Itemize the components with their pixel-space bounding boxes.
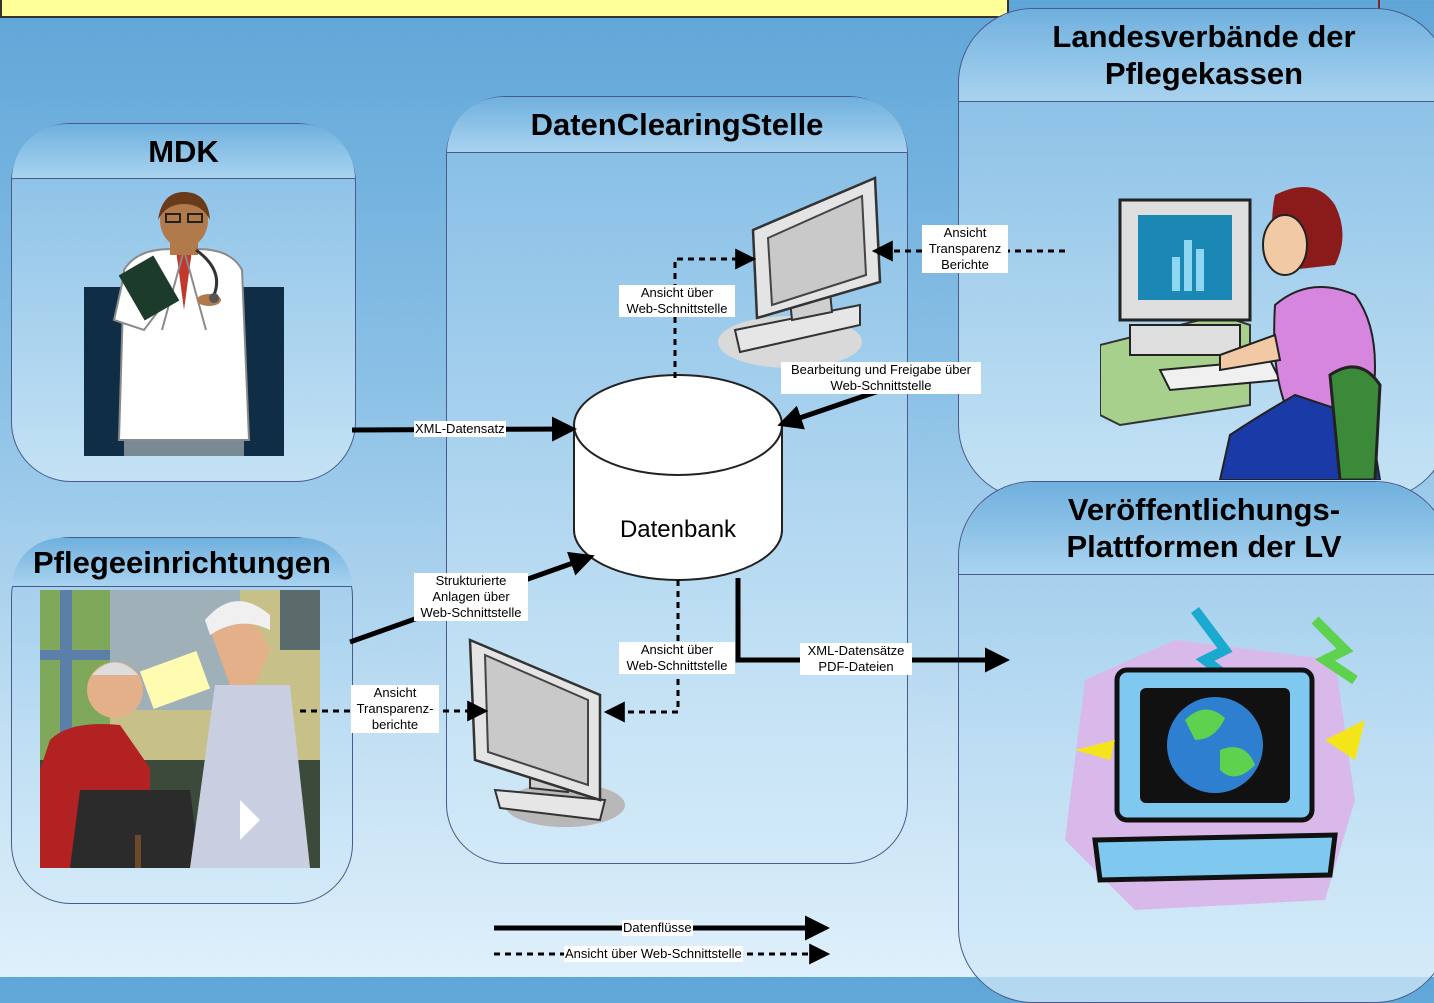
database-icon xyxy=(573,374,783,581)
label-transparenz-top-line3: Berichte xyxy=(941,257,989,272)
label-ansicht-top: Ansicht über Web-Schnittstelle xyxy=(619,285,735,317)
label-transparenz-top: Ansicht Transparenz Berichte xyxy=(922,225,1008,273)
lv-panel-header: Landesverbände der Pflegekassen xyxy=(959,9,1434,102)
veroeff-title-line2: Plattformen der LV xyxy=(1066,529,1342,564)
legend-dashed-label: Ansicht über Web-Schnittstelle xyxy=(564,946,743,962)
label-xml-pdf: XML-Datensätze PDF-Dateien xyxy=(800,643,912,675)
flow-diagram xyxy=(300,176,1065,965)
label-bearbeitung-line1: Bearbeitung und Freigabe über xyxy=(791,362,971,377)
pflege-panel-header: Pflegeeinrichtungen xyxy=(12,538,352,587)
label-ansicht-bottom: Ansicht über Web-Schnittstelle xyxy=(619,642,735,674)
label-transparenz-bottom: Ansicht Transparenz- berichte xyxy=(351,685,439,733)
label-xml-datensatz: XML-Datensatz xyxy=(414,421,506,437)
label-strukturierte-line3: Web-Schnittstelle xyxy=(420,605,522,620)
mdk-title: MDK xyxy=(148,133,219,169)
label-transparenz-bottom-line1: Ansicht xyxy=(373,685,417,700)
top-right-edge xyxy=(1378,0,1434,14)
label-transparenz-top-line1: Ansicht xyxy=(943,225,987,240)
globe-computer-image xyxy=(1055,600,1375,920)
mdk-panel-header: MDK xyxy=(12,124,355,179)
woman-computer-image xyxy=(1100,185,1390,480)
label-transparenz-bottom-line3: berichte xyxy=(371,717,419,732)
dcs-title: DatenClearingStelle xyxy=(530,107,824,142)
arrow-xml-pdf xyxy=(735,578,1010,673)
care-image xyxy=(40,590,320,868)
label-ansicht-top-line1: Ansicht über xyxy=(640,285,714,300)
label-strukturierte: Strukturierte Anlagen über Web-Schnittst… xyxy=(414,573,528,621)
label-transparenz-top-line2: Transparenz xyxy=(928,241,1002,256)
label-xml-pdf-line1: XML-Datensätze xyxy=(807,643,905,658)
lv-title-line1: Landesverbände der xyxy=(1052,19,1356,54)
pflege-title: Pflegeeinrichtungen xyxy=(33,544,331,580)
label-ansicht-bottom-line2: Web-Schnittstelle xyxy=(626,658,728,673)
lv-title-line2: Pflegekassen xyxy=(1104,56,1304,91)
database-label: Datenbank xyxy=(619,516,737,543)
arrow-ansicht-bottom xyxy=(603,580,680,723)
legend-solid-label: Datenflüsse xyxy=(622,920,693,936)
veroeff-panel-header: Veröffentlichungs- Plattformen der LV xyxy=(959,482,1434,575)
veroeff-title-line1: Veröffentlichungs- xyxy=(1067,492,1341,527)
label-strukturierte-line1: Strukturierte xyxy=(435,573,507,588)
label-strukturierte-line2: Anlagen über xyxy=(432,589,510,604)
label-ansicht-bottom-line1: Ansicht über xyxy=(640,642,714,657)
label-transparenz-bottom-line2: Transparenz- xyxy=(356,701,434,716)
monitor-top-icon xyxy=(718,176,882,368)
monitor-bottom-icon xyxy=(468,638,625,827)
label-ansicht-top-line2: Web-Schnittstelle xyxy=(626,301,728,316)
label-xml-pdf-line2: PDF-Dateien xyxy=(818,659,894,674)
label-bearbeitung: Bearbeitung und Freigabe über Web-Schnit… xyxy=(781,362,981,394)
label-bearbeitung-line2: Web-Schnittstelle xyxy=(830,378,932,393)
title-bar xyxy=(0,0,1009,18)
doctor-image xyxy=(84,190,284,456)
arrow-ansicht-top xyxy=(673,248,757,378)
dcs-panel-header: DatenClearingStelle xyxy=(447,97,907,153)
